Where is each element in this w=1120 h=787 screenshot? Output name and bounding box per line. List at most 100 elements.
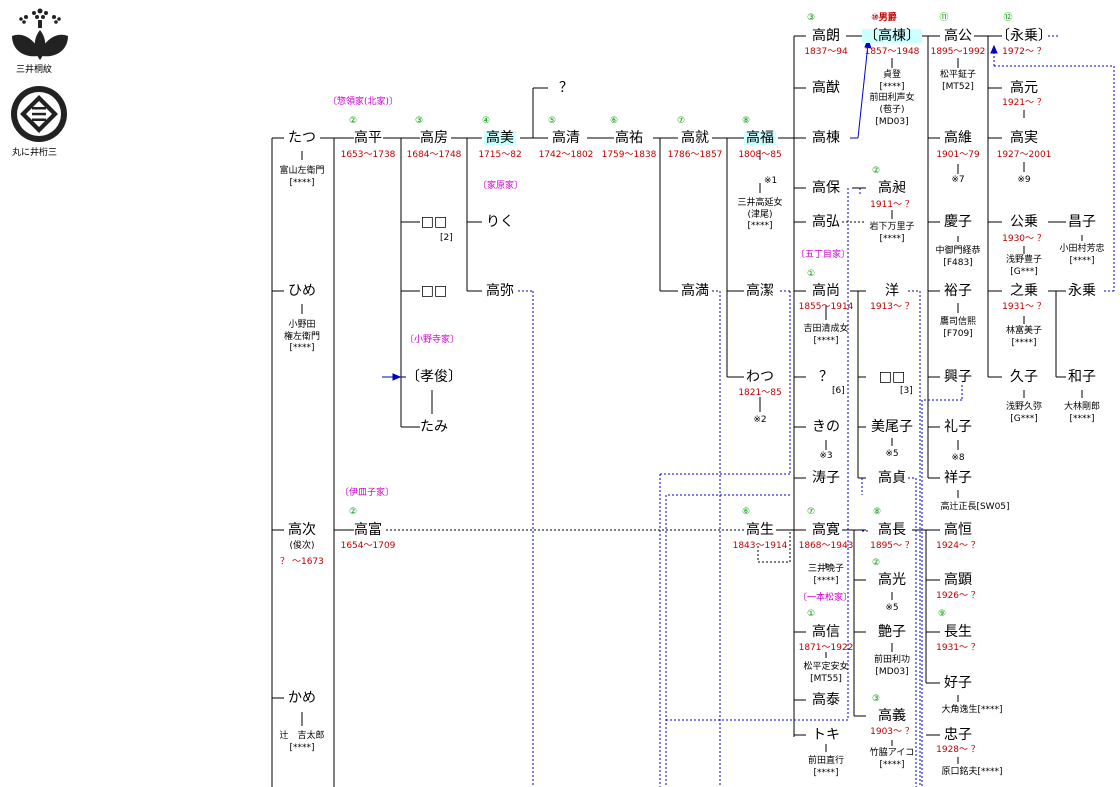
house-label-ipponmatsu: 〔一本松家〕 xyxy=(798,593,853,603)
person-note: [3] xyxy=(900,386,913,396)
generation-marker: ⑥ xyxy=(609,116,619,126)
crest-caption: 丸に井桁三 xyxy=(12,148,58,158)
generation-marker: ⑩男爵 xyxy=(871,13,897,23)
house-label-onodera: 〔小野寺家〕 xyxy=(405,335,460,345)
person-years: 1759～1838 xyxy=(601,150,657,160)
person-name: 高長 xyxy=(878,522,906,538)
person-name: わつ xyxy=(746,369,774,385)
generation-marker: ⑥ xyxy=(741,507,751,517)
person-name: 高弘 xyxy=(812,214,840,230)
person-spouse: 前田利功 [MD03] xyxy=(873,655,911,677)
house-label-gochome: 〔五丁目家〕 xyxy=(796,250,851,260)
person-name: 高維 xyxy=(944,130,972,146)
crest-caption: 三井桐紋 xyxy=(16,65,53,75)
person-name: 高房 xyxy=(420,130,448,146)
person-years: 1821～85 xyxy=(738,388,782,398)
generation-marker: ① xyxy=(806,609,816,619)
person-name: 洋 xyxy=(885,283,899,299)
person-name: 長生 xyxy=(944,624,972,640)
person-spouse: 貞登 [****] 前田利声女 (苞子) [MD03] xyxy=(869,70,915,127)
person-years: 1924～ ？ xyxy=(936,541,980,551)
person-name: 高実 xyxy=(1010,130,1038,146)
person-name: 高朗 xyxy=(812,28,840,44)
person-name: 興子 xyxy=(944,369,972,385)
igeta-mitsu-crest-icon xyxy=(11,86,67,142)
person-name: 高祐 xyxy=(615,130,643,146)
person-years: 1903～ ？ xyxy=(870,727,914,737)
person-spouse: 大角逸生[****] xyxy=(941,705,1003,715)
person-name: 永乗 xyxy=(1068,283,1096,299)
person-name: 艶子 xyxy=(878,624,906,640)
crest-paulownia: 三井桐紋 xyxy=(8,6,72,82)
person-years: 1808～85 xyxy=(738,150,782,160)
house-label-shinmachi: 〔家原家〕 xyxy=(478,181,524,191)
person-spouse: 原口銘夫[****] xyxy=(941,767,1003,777)
person-name: 〔孝俊〕 xyxy=(406,369,462,385)
person-name: 慶子 xyxy=(944,214,972,230)
person-name: 之乗 xyxy=(1010,283,1038,299)
person-note: ※5 xyxy=(885,603,899,613)
person-years: 1742～1802 xyxy=(538,150,594,160)
person-name: 高棟 xyxy=(812,130,840,146)
generation-marker: ⑤ xyxy=(547,116,557,126)
person-name: 久子 xyxy=(1010,369,1038,385)
person-spouse: 前田直行 [****] xyxy=(807,756,845,778)
person-name: 高信 xyxy=(812,624,840,640)
generation-marker: ③ xyxy=(871,694,881,704)
house-label-kitake: 〔惣領家(北家)〕 xyxy=(328,97,399,107)
person-name: 礼子 xyxy=(944,419,972,435)
person-name: 昌子 xyxy=(1068,214,1096,230)
crest-igeta: 丸に井桁三 xyxy=(8,86,72,164)
person-name: 高生 xyxy=(746,522,774,538)
person-years: 1901～79 xyxy=(936,150,980,160)
generation-marker: ② xyxy=(348,507,358,517)
person-name: 〔高棟〕 xyxy=(862,28,922,44)
person-name: 高恒 xyxy=(944,522,972,538)
person-name: □□ xyxy=(420,214,448,230)
person-spouse: 浅野豊子 [G***] xyxy=(1005,255,1043,277)
person-name: 高尚 xyxy=(812,283,840,299)
person-years: 1913～ ？ xyxy=(870,302,914,312)
generation-marker: ④ xyxy=(481,116,491,126)
person-years: 1857～1948 xyxy=(864,47,920,57)
person-spouse: 浅野久弥 [G***] xyxy=(1005,402,1043,424)
generation-marker: ⑨ xyxy=(937,609,947,619)
person-spouse: 松平鉦子 [MT52] xyxy=(939,70,977,92)
person-name: 高昶 xyxy=(878,180,906,196)
person-name: 高富 xyxy=(354,522,382,538)
person-name: 高保 xyxy=(812,180,840,196)
person-name: 好子 xyxy=(944,675,972,691)
person-years: ？ ～1673 xyxy=(280,557,324,567)
person-name: ？ xyxy=(559,80,573,96)
person-spouse: 大林剛郎 [****] xyxy=(1063,402,1101,424)
person-spouse: 小野田 権左衛門 [****] xyxy=(283,320,321,354)
person-name: 涛子 xyxy=(812,470,840,486)
person-name: □□ xyxy=(878,369,906,385)
person-years: 1837～94 xyxy=(804,47,848,57)
person-name: 高公 xyxy=(944,28,972,44)
person-years: 1786～1857 xyxy=(667,150,723,160)
person-name: 高弥 xyxy=(486,283,514,299)
person-years: 1911～ ？ xyxy=(870,200,914,210)
person-name: トキ xyxy=(812,727,840,743)
person-note: [6] xyxy=(832,386,845,396)
person-spouse: 三井高延女 (津尾) [****] xyxy=(737,198,783,232)
person-spouse: 吉田清成女 [****] xyxy=(803,324,849,346)
person-years: 1931～ ？ xyxy=(1002,302,1046,312)
person-name: 高就 xyxy=(681,130,709,146)
person-note: ※8 xyxy=(951,453,965,463)
person-years: 1871～1922 xyxy=(798,643,854,653)
person-note: ※2 xyxy=(753,415,767,425)
person-name: 祥子 xyxy=(944,470,972,486)
person-name: 〔永乗〕 xyxy=(996,28,1052,44)
person-name: 高元 xyxy=(1010,80,1038,96)
generation-marker: ③ xyxy=(806,13,816,23)
person-name: 高次 xyxy=(288,522,316,538)
generation-marker: ⑦ xyxy=(806,507,816,517)
person-years: 1931～ ？ xyxy=(936,643,980,653)
person-name: □□ xyxy=(420,283,448,299)
person-years: 1928～ ？ xyxy=(936,745,980,755)
person-spouse: 小田村芳忠 [****] xyxy=(1059,244,1105,266)
house-label-isarago: 〔伊皿子家〕 xyxy=(340,488,395,498)
